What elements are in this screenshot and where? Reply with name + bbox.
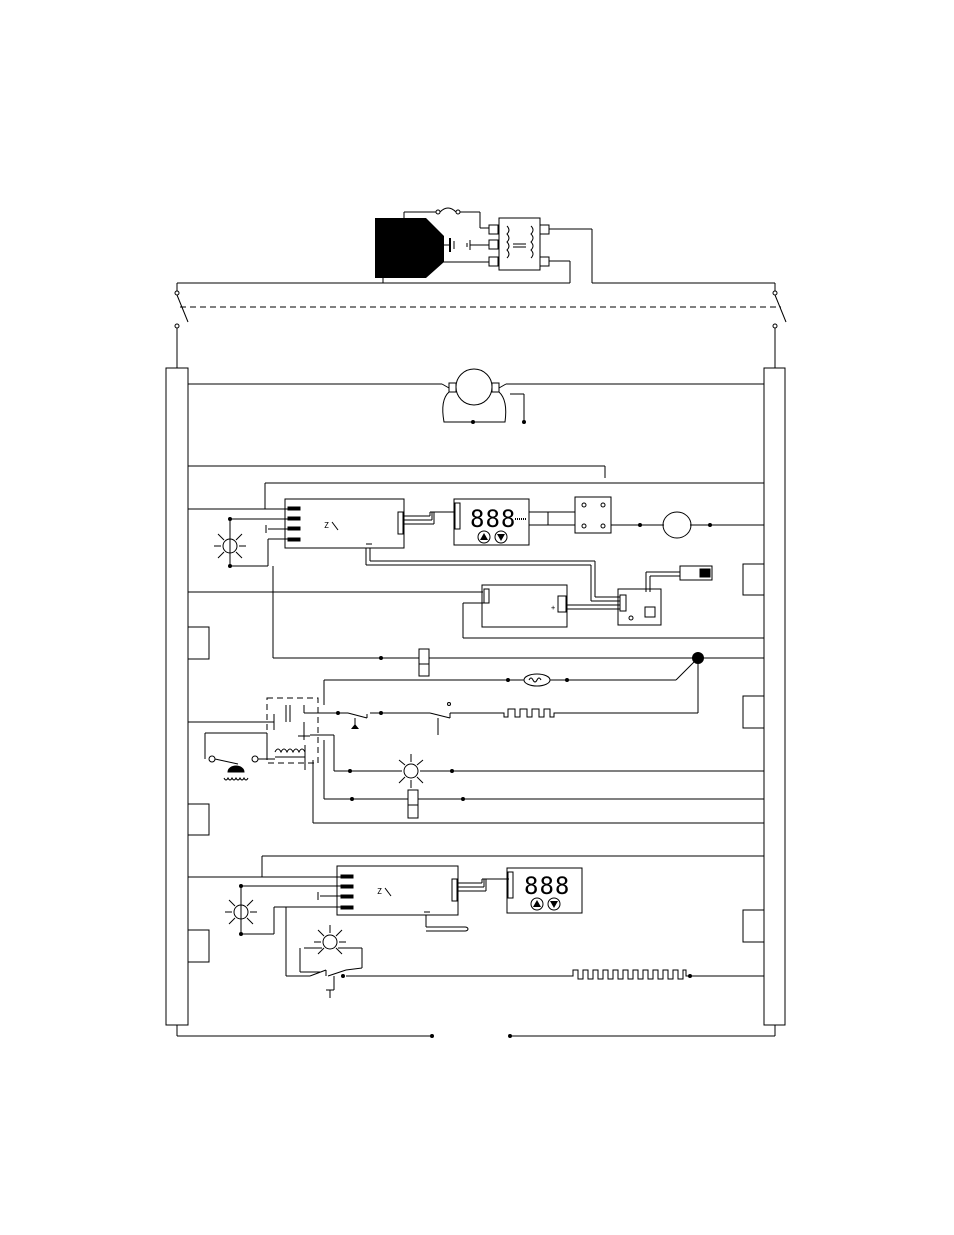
svg-text:Z: Z [324, 521, 329, 530]
digital-display-icon: 888 [507, 868, 582, 913]
thermostat-probe-icon [419, 649, 429, 676]
ribbon-cable [457, 879, 509, 891]
ground-icon [224, 766, 248, 780]
pressure-switch-icon [188, 664, 698, 763]
display-digits: 888 [524, 872, 570, 900]
bottom-return-wire [177, 1025, 775, 1038]
main-switch-icon [175, 283, 786, 368]
svg-text:Z: Z [377, 887, 382, 896]
neutral-wire [273, 566, 764, 664]
lamp-icon [300, 925, 362, 972]
heating-element-icon [286, 968, 764, 998]
heating-element-icon [324, 658, 698, 705]
transformer-coil-icon [205, 733, 305, 770]
ribbon-cable [403, 512, 455, 524]
indicator-lamp-row [310, 735, 764, 788]
sensor-cable [366, 548, 620, 601]
svg-text:+: + [551, 604, 555, 612]
sensor-module-icon [567, 566, 712, 625]
terminal-block-icon [166, 368, 785, 1025]
safety-thermostat-row [313, 740, 764, 823]
fan-motor-icon [188, 369, 764, 424]
lower-feed-wires [188, 856, 764, 877]
upper-feed-wires [188, 466, 764, 509]
relay-icon [529, 497, 642, 533]
digital-display-icon: 888 [454, 499, 529, 545]
pump-motor-icon [640, 512, 764, 538]
display-digits: 888 [470, 505, 516, 533]
power-inlet-icon [375, 218, 454, 278]
controller-board-icon: Z [239, 866, 468, 976]
power-supply-icon: + [188, 585, 764, 638]
